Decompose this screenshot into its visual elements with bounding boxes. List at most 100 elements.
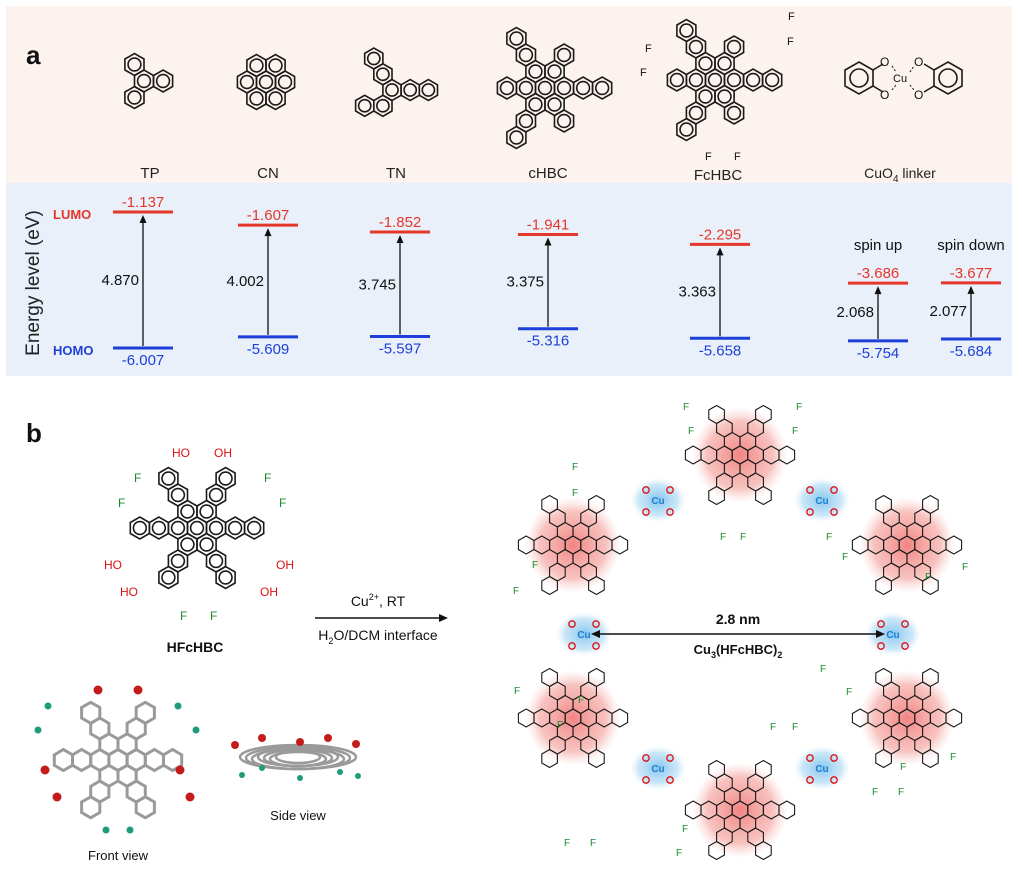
fluorine-label: F [846, 687, 852, 698]
oxygen-atom [877, 642, 885, 650]
gap-value: 2.068 [836, 304, 874, 321]
cuo4-linker-structure: O O Cu O O [844, 55, 963, 102]
fluorine-label: F [557, 720, 563, 731]
aromatic-circle [726, 105, 742, 121]
aromatic-circle [199, 504, 214, 519]
aromatic-circle [385, 83, 399, 97]
framework-ring [541, 575, 558, 596]
cu-label: Cu [577, 630, 590, 641]
aromatic-circle [669, 72, 685, 88]
framework-ring [945, 535, 963, 555]
fluorine-label: F [688, 426, 694, 437]
fluorine-label: F [705, 151, 712, 163]
gap-value: 3.375 [506, 274, 544, 291]
panel-a-label: a [26, 40, 41, 70]
fluorine-label: F [900, 762, 906, 773]
framework-ring [922, 494, 939, 515]
aromatic-circle [688, 39, 704, 55]
aromatic-circle [537, 80, 553, 96]
fluorine-label: F [826, 532, 832, 543]
fluorine-label: F [264, 471, 271, 485]
oxygen-atom [568, 642, 576, 650]
fluorine-label: F [770, 722, 776, 733]
oxygen-atom [901, 620, 909, 628]
bond-ring [134, 795, 156, 820]
oxygen-atom [258, 734, 266, 742]
cu-node-glow [630, 746, 686, 790]
benzene-ring [761, 68, 783, 92]
fluorine-label: F [513, 586, 519, 597]
gap-arrowhead [139, 215, 147, 223]
fluorine-label: F [572, 488, 578, 499]
fluorine-atom [102, 826, 110, 834]
aromatic-circle [403, 83, 418, 97]
aromatic-circle [421, 83, 436, 97]
hydroxyl-label: OH [260, 585, 278, 599]
fluorine-label: F [279, 496, 286, 510]
linker-o2: O [880, 88, 889, 102]
side-view-model [231, 734, 361, 781]
framework-ring [778, 445, 796, 465]
lumo-value: -3.686 [857, 265, 900, 282]
fluorine-atom [259, 765, 265, 771]
aromatic-circle [575, 80, 591, 96]
fluorine-atom [192, 726, 200, 734]
fluorine-atom [239, 772, 245, 778]
bond-ring [162, 747, 184, 773]
cu-label: Cu [651, 764, 664, 775]
oxygen-atom [642, 508, 650, 516]
aromatic-circle [499, 80, 515, 96]
aromatic-circle [180, 537, 195, 552]
oxygen-atom [324, 734, 332, 742]
aromatic-circle [199, 537, 214, 552]
fluorine-atom [174, 702, 182, 710]
tp-structure [124, 52, 174, 110]
aromatic-circle [239, 74, 255, 90]
aromatic-circle [518, 113, 534, 129]
aromatic-circle [268, 58, 283, 73]
fluorine-label: F [118, 496, 125, 510]
hbc-core-glow [525, 670, 621, 766]
aromatic-circle [698, 89, 713, 104]
oxygen-atom [185, 792, 195, 802]
spin-down-label: spin down [937, 237, 1005, 254]
framework-ring [875, 575, 892, 596]
framework-ring [851, 535, 869, 555]
cu-label: Cu [886, 630, 899, 641]
tn-structure [354, 47, 439, 118]
aromatic-circle [268, 91, 283, 106]
benzene-ring [506, 26, 527, 51]
side-view-label: Side view [270, 808, 326, 823]
gap-arrowhead [716, 247, 724, 256]
oxygen-atom [642, 486, 650, 494]
oxygen-atom [133, 685, 143, 695]
fluorine-label: F [682, 824, 688, 835]
benzene-ring [158, 565, 179, 590]
hydroxyl-label: HO [104, 558, 122, 572]
fluorine-label: F [720, 532, 726, 543]
aromatic-circle [127, 90, 142, 105]
bond-ring [71, 747, 93, 773]
aromatic-circle [717, 89, 732, 104]
framework-ring [875, 667, 892, 688]
gap-arrowhead [874, 286, 882, 295]
front-view-label: Front view [88, 848, 149, 863]
cn-structure [236, 53, 296, 111]
hydroxyl-label: OH [214, 446, 232, 460]
aromatic-circle [679, 122, 694, 137]
fluorine-label: F [872, 787, 878, 798]
framework-ring [541, 494, 558, 515]
aromatic-circle [688, 72, 704, 88]
oxygen-atom [231, 741, 239, 749]
homo-label: HOMO [53, 343, 93, 358]
aromatic-circle [556, 80, 572, 96]
aromatic-circle [161, 570, 176, 585]
benzene-ring [496, 76, 518, 100]
oxygen-atom [806, 776, 814, 784]
aromatic-circle [688, 105, 704, 121]
aromatic-circle [528, 97, 543, 112]
framework-ring [517, 708, 535, 728]
oxygen-atom [666, 486, 674, 494]
fluorine-atom [126, 826, 134, 834]
aromatic-circle [258, 74, 274, 90]
